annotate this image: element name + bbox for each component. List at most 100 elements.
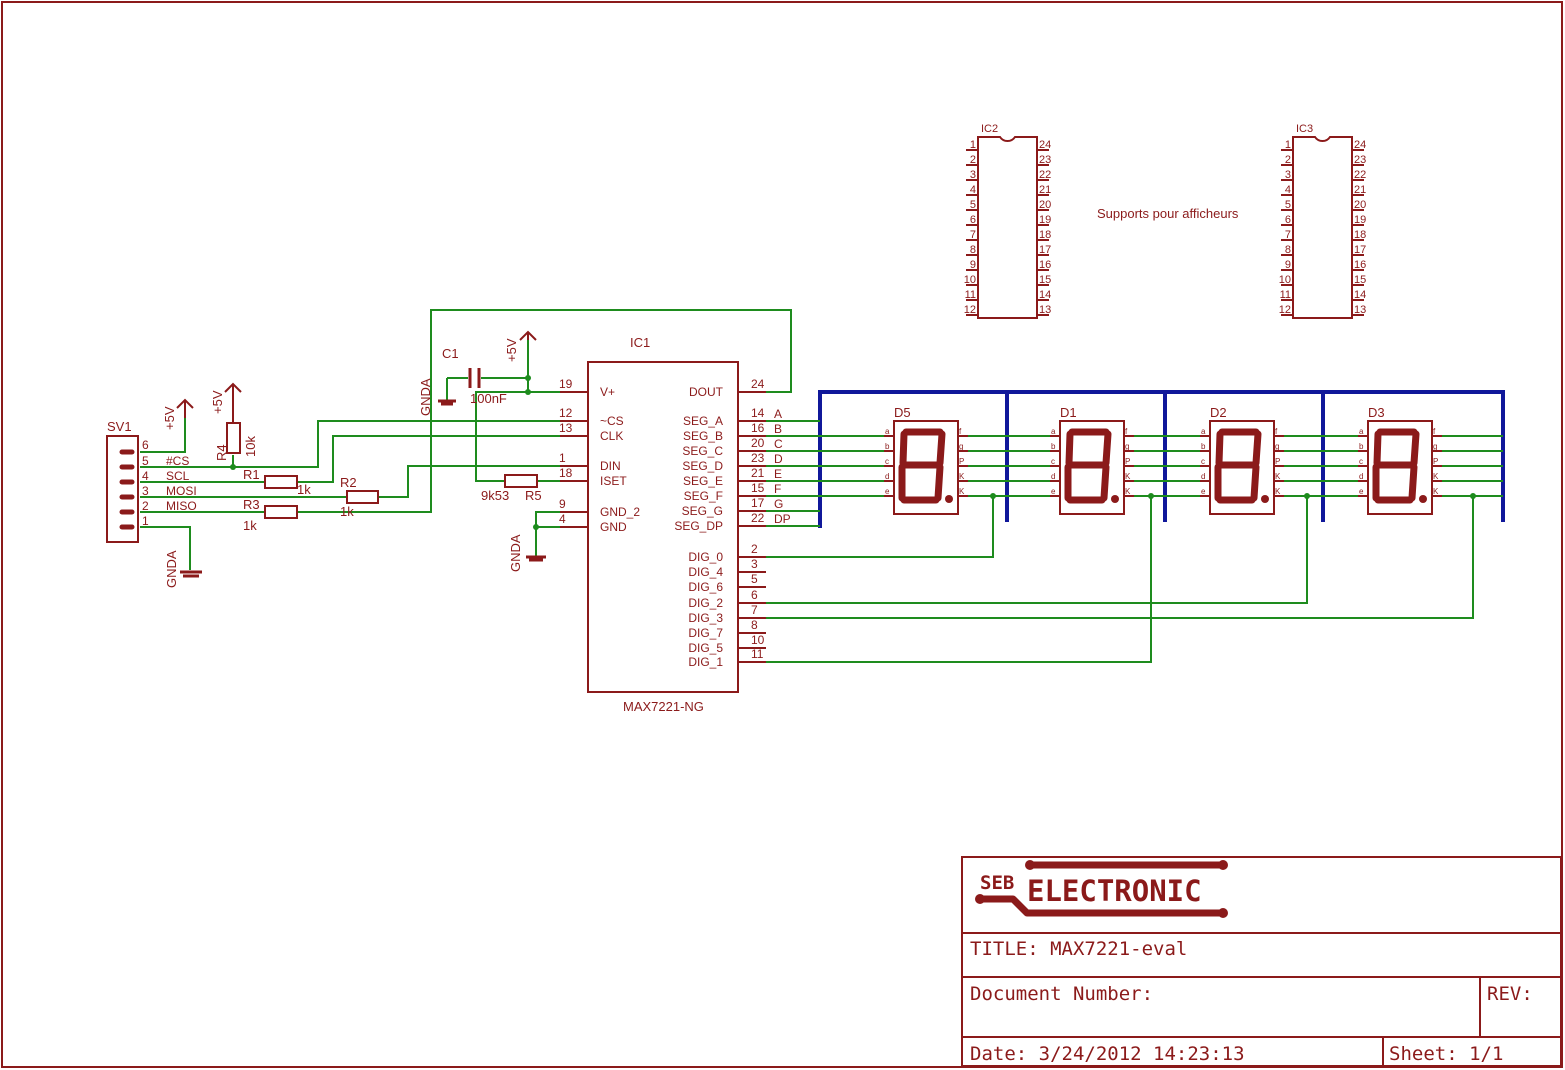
decimal-point	[1261, 495, 1269, 503]
display-pin-label: e	[885, 487, 890, 496]
svg-text:MISO: MISO	[166, 499, 197, 513]
ic1-pin-number: 19	[559, 377, 573, 391]
socket-pin-number: 20	[1354, 199, 1366, 211]
display-pin-label: e	[1051, 487, 1056, 496]
display-pin-label: f	[959, 427, 962, 436]
ic1-pin-name: DIG_3	[688, 611, 723, 625]
svg-text:5: 5	[142, 454, 149, 468]
display-pin-label: a	[885, 427, 890, 436]
display-pin-label: K	[959, 472, 965, 481]
title-field: TITLE: MAX7221-eval	[970, 938, 1187, 960]
company-logo: SEB ELECTRONIC	[975, 860, 1228, 918]
socket-pin-number: 2	[970, 154, 976, 166]
r4-name: R4	[214, 444, 229, 461]
dip-socket: IC21234567891011122423222120191817161514…	[964, 123, 1051, 319]
socket-pin-number: 18	[1039, 229, 1051, 241]
display-pin-label: b	[1359, 442, 1364, 451]
socket-pin-number: 7	[970, 229, 976, 241]
r3-name: R3	[243, 497, 260, 512]
capacitor-c1	[468, 368, 481, 388]
vcc-label-ic1: +5V	[504, 338, 519, 362]
socket-pin-number: 9	[1285, 259, 1291, 271]
bus-net-label: F	[774, 482, 781, 496]
r3-value: 1k	[243, 518, 257, 533]
socket-pin-number: 18	[1354, 229, 1366, 241]
ic1-pin-number: 24	[751, 377, 765, 391]
ic1-pin-number: 8	[751, 618, 758, 632]
ic1-pin-name: SEG_D	[682, 459, 723, 473]
ic1-pin-name: SEG_G	[682, 504, 723, 518]
display-pin-label: a	[1201, 427, 1206, 436]
bus-net-label: A	[774, 407, 782, 421]
sv1-pin-numbers: 6 5 4 3 2 1	[142, 438, 149, 528]
junctions	[230, 375, 1476, 530]
ic1-pin-name: GND_2	[600, 505, 640, 519]
vcc-label-r4: +5V	[210, 390, 225, 414]
ic1-pin-name: DIG_2	[688, 596, 723, 610]
ic1-pin-number: 4	[559, 512, 566, 526]
display-name: D1	[1060, 405, 1077, 420]
r5-value: 9k53	[481, 488, 509, 503]
socket-pin-number: 5	[970, 199, 976, 211]
r1-value: 1k	[297, 482, 311, 497]
display-pin-label: c	[1051, 457, 1055, 466]
bus-net-label: G	[774, 497, 783, 511]
display-pin-label: d	[1201, 472, 1205, 481]
ic1-pin-number: 7	[751, 603, 758, 617]
socket-pin-number: 17	[1354, 244, 1366, 256]
svg-text:#CS: #CS	[166, 454, 189, 468]
display-pin-label: d	[885, 472, 889, 481]
ic1-pin-number: 2	[751, 542, 758, 556]
socket-pin-number: 6	[970, 214, 976, 226]
display-pin-label: P	[1125, 457, 1130, 466]
socket-pin-number: 10	[1279, 274, 1291, 286]
ic1-pin-number: 23	[751, 451, 765, 465]
socket-pin-number: 9	[970, 259, 976, 271]
ic1-pin-number: 11	[751, 647, 764, 661]
bus-net-label: B	[774, 422, 782, 436]
socket-pin-number: 4	[1285, 184, 1291, 196]
ic1-pin-number: 15	[751, 481, 765, 495]
socket-pin-number: 12	[1279, 304, 1291, 316]
ic1-pin-number: 16	[751, 421, 765, 435]
socket-pin-number: 3	[970, 169, 976, 181]
socket-pin-number: 24	[1354, 139, 1366, 151]
ic1-pin-number: 10	[751, 633, 765, 647]
r5-name: R5	[525, 488, 542, 503]
ic1-pin-number: 12	[559, 406, 573, 420]
ic1-pin-name: ISET	[600, 474, 627, 488]
socket-pin-number: 17	[1039, 244, 1051, 256]
ic1-pin-number: 9	[559, 497, 566, 511]
display-pin-label: g	[1125, 442, 1129, 451]
digit-segment	[1408, 463, 1418, 502]
digit-segment	[1215, 430, 1224, 467]
ic1-pin-number: 17	[751, 496, 765, 510]
ic1-pin-name: V+	[600, 385, 615, 399]
c1-value: 100nF	[470, 391, 507, 406]
socket-pin-number: 5	[1285, 199, 1291, 211]
socket-pin-number: 6	[1285, 214, 1291, 226]
ic1-pin-name: DIG_6	[688, 580, 723, 594]
ic1-pin-number: 3	[751, 557, 758, 571]
sv1-signal-labels: #CS SCL MOSI MISO	[166, 454, 197, 513]
ic1-name: IC1	[630, 335, 650, 350]
socket-pin-number: 11	[1280, 289, 1291, 301]
segment-bus	[818, 390, 1505, 528]
display-pin-label: g	[1275, 442, 1279, 451]
document-number-field: Document Number:	[970, 983, 1153, 1005]
socket-pin-number: 16	[1354, 259, 1366, 271]
bus-net-label: DP	[774, 512, 791, 526]
display-pin-label: g	[959, 442, 963, 451]
display-pin-label: f	[1125, 427, 1128, 436]
sv1-label: SV1	[107, 419, 132, 434]
logo-small-text: SEB	[980, 872, 1014, 894]
ic1-pin-number: 22	[751, 511, 765, 525]
display-pin-label: b	[885, 442, 890, 451]
svg-text:3: 3	[142, 484, 149, 498]
wires	[140, 309, 1474, 663]
digit-segment	[1410, 430, 1420, 467]
ic1-pin-name: SEG_B	[683, 429, 723, 443]
